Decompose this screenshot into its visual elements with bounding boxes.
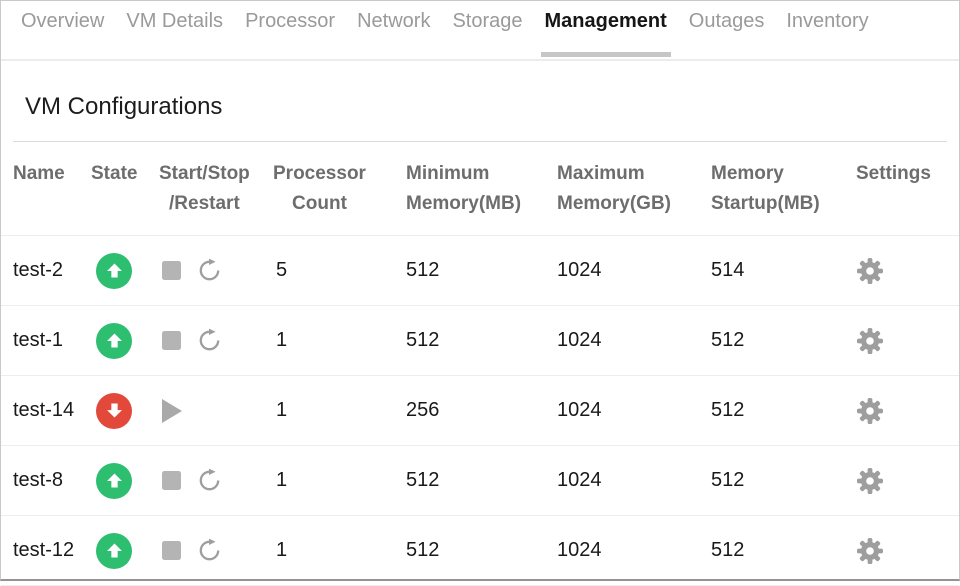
col-header-memory-startup: Memory Startup(MB) [711,163,820,214]
memory-startup: 512 [711,539,745,561]
col-header-max-memory: Maximum Memory(GB) [557,163,672,214]
settings-gear-icon[interactable] [856,467,884,495]
arrow-icon [106,403,122,418]
col-header-settings: Settings [856,163,931,184]
tab-outages[interactable]: Outages [688,10,765,32]
vm-name: test-14 [13,399,75,421]
min-memory: 512 [406,329,440,351]
restart-icon[interactable] [196,327,223,354]
actions-cell [159,327,273,354]
settings-gear-icon[interactable] [856,327,884,355]
state-cell [91,392,159,429]
vm-name: test-8 [13,469,64,491]
settings-cell [856,397,959,425]
settings-cell [856,327,959,355]
tab-storage[interactable]: Storage [452,10,523,32]
max-memory: 1024 [557,329,602,351]
tab-management[interactable]: Management [540,10,672,57]
tab-network[interactable]: Network [357,10,431,32]
state-cell [91,532,159,569]
arrow-icon [106,543,122,558]
vm-state-icon [96,532,132,569]
max-memory: 1024 [557,399,602,421]
vm-state-icon [96,322,132,359]
stop-icon[interactable] [162,471,181,490]
actions-cell [159,467,273,494]
arrow-icon [106,263,122,278]
min-memory: 512 [406,539,440,561]
stop-icon[interactable] [162,541,181,560]
tab-overview[interactable]: Overview [21,10,105,32]
col-header-min-memory: Minimum Memory(MB) [406,163,522,214]
settings-gear-icon[interactable] [856,397,884,425]
table-row: test-2 5 512 1024 514 [1,236,959,306]
col-header-start-stop-restart: Start/Stop /Restart [159,163,250,214]
stop-icon[interactable] [162,331,181,350]
stop-icon[interactable] [162,261,181,280]
state-cell [91,322,159,359]
col-header-name: Name [13,163,65,184]
tab-processor[interactable]: Processor [245,10,336,32]
max-memory: 1024 [557,469,602,491]
vm-state-icon [96,392,132,429]
arrow-icon [106,333,122,348]
tab-vm-details[interactable]: VM Details [126,10,224,32]
settings-cell [856,467,959,495]
processor-count: 5 [276,259,288,281]
actions-cell [159,398,273,423]
memory-startup: 512 [711,469,745,491]
play-icon[interactable] [162,398,182,423]
table-row: test-14 1 256 1024 512 [1,376,959,446]
processor-count: 1 [276,539,288,561]
processor-count: 1 [276,399,288,421]
vm-state-icon [96,462,132,499]
arrow-icon [106,473,122,488]
settings-cell [856,257,959,285]
table-row: test-1 1 512 1024 512 [1,306,959,376]
settings-cell [856,537,959,565]
restart-icon[interactable] [196,537,223,564]
memory-startup: 512 [711,399,745,421]
vm-name: test-12 [13,539,75,561]
state-cell [91,252,159,289]
processor-count: 1 [276,329,288,351]
col-header-processor-count: Processor Count [273,163,366,214]
table-body: test-2 5 512 1024 514 test-1 [1,236,959,586]
actions-cell [159,257,273,284]
settings-gear-icon[interactable] [856,537,884,565]
page-title: VM Configurations [13,61,947,142]
max-memory: 1024 [557,259,602,281]
table-header: Name State Start/Stop /Restart Processor… [1,142,959,236]
vm-name: test-1 [13,329,64,351]
tab-bar: Overview VM Details Processor Network St… [1,1,959,61]
table-row: test-8 1 512 1024 512 [1,446,959,516]
vm-name: test-2 [13,259,64,281]
min-memory: 512 [406,259,440,281]
min-memory: 256 [406,399,440,421]
memory-startup: 514 [711,259,745,281]
restart-icon[interactable] [196,467,223,494]
min-memory: 512 [406,469,440,491]
table-row: test-12 1 512 1024 512 [1,516,959,586]
vm-state-icon [96,252,132,289]
processor-count: 1 [276,469,288,491]
settings-gear-icon[interactable] [856,257,884,285]
col-header-state: State [91,163,138,184]
restart-icon[interactable] [196,257,223,284]
actions-cell [159,537,273,564]
max-memory: 1024 [557,539,602,561]
memory-startup: 512 [711,329,745,351]
state-cell [91,462,159,499]
tab-inventory[interactable]: Inventory [786,10,869,32]
